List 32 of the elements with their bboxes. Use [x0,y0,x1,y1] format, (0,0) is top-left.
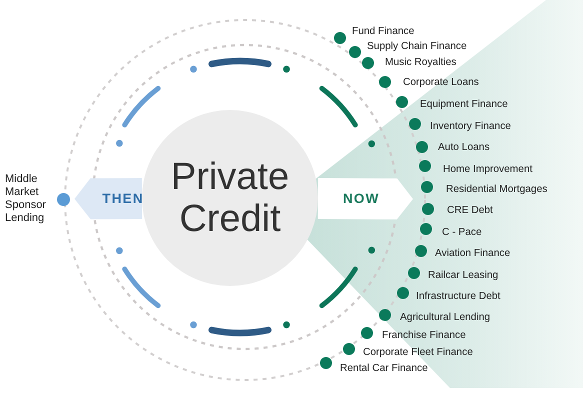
dot-icon [334,32,346,44]
item-label: Middle Market Sponsor Lending [5,173,47,225]
dot-icon [362,57,374,69]
dot-icon [349,46,361,58]
dot-icon [361,327,373,339]
item-label: Corporate Loans [403,76,479,90]
edge-label: THEN [102,190,144,208]
item-label: Corporate Fleet Finance [363,346,473,360]
item-label: Inventory Finance [430,120,511,134]
block-arrow [74,178,142,220]
item-label: Agricultural Lending [400,311,490,325]
item-label: CRE Debt [447,204,493,218]
item-label: Rental Car Finance [340,362,428,376]
item-label: Music Royalties [385,56,456,70]
item-label: Equipment Finance [420,98,508,112]
item-label: Franchise Finance [382,329,466,343]
item-label: Residential Mortgages [446,183,548,197]
dot-icon [343,343,355,355]
item-label: Supply Chain Finance [367,40,467,54]
item-label: Aviation Finance [435,247,510,261]
dot-icon [379,76,391,88]
item-label: Railcar Leasing [428,269,498,283]
item-label: Infrastructure Debt [416,290,500,304]
item-label: Home Improvement [443,163,532,177]
dot-icon [320,357,332,369]
item-label: C - Pace [442,226,482,240]
edge-label: NOW [342,190,380,208]
dot-icon [56,192,70,206]
dot-icon [396,96,408,108]
center-title: Private Credit [170,156,290,240]
item-label: Auto Loans [438,141,490,155]
item-label: Fund Finance [352,25,414,39]
